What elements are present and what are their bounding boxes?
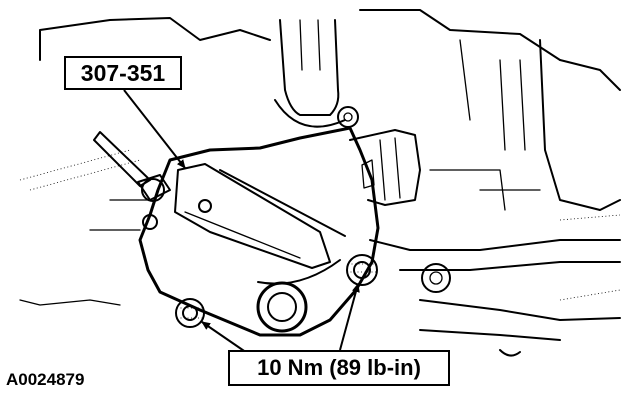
tool-leader-line <box>123 89 186 169</box>
sensor-bolt-top-left <box>142 214 158 230</box>
torque-leader-line-right <box>339 283 360 351</box>
torque-leader-line-left <box>201 321 251 356</box>
sensor-bolt-right <box>346 254 378 286</box>
torque-spec-callout: 10 Nm (89 lb-in) <box>228 350 450 386</box>
linkage-bracket <box>274 19 359 128</box>
tool-number-callout: 307-351 <box>64 56 182 90</box>
transmission-case <box>19 9 621 357</box>
transmission-range-sensor <box>138 126 421 337</box>
figure-id: A0024879 <box>6 370 85 389</box>
sensor-bolt-left <box>175 298 205 328</box>
